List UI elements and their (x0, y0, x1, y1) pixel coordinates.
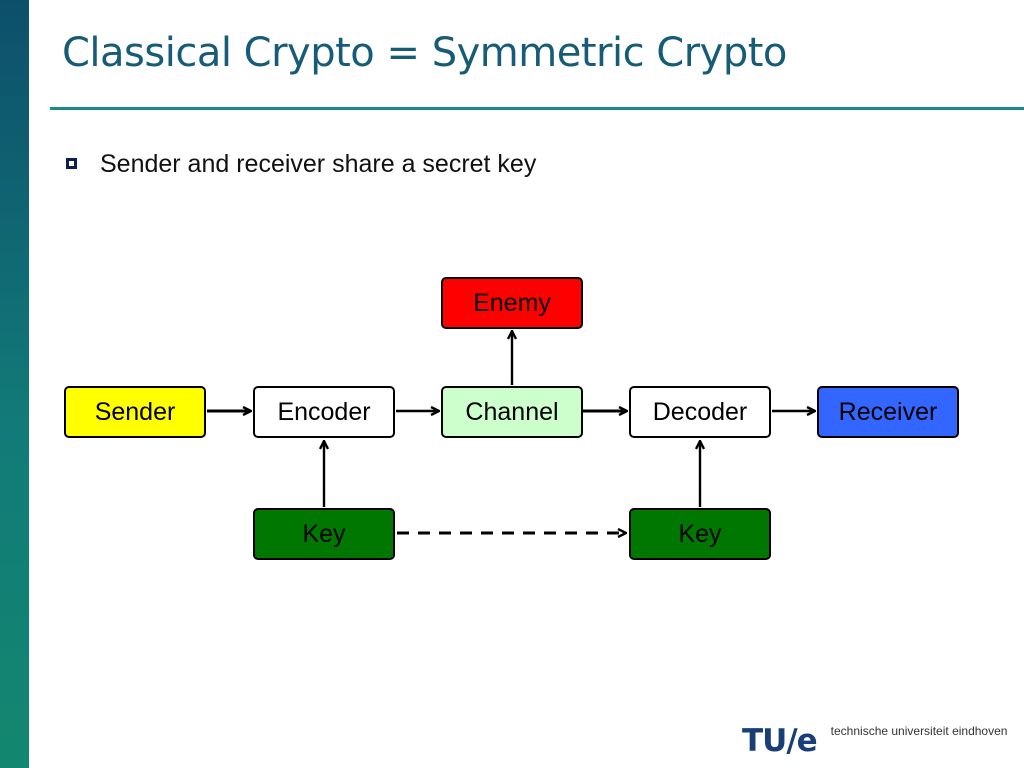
title-divider (50, 107, 1024, 110)
node-key-left-label: Key (302, 519, 346, 548)
node-decoder: Decoder (629, 386, 771, 438)
node-encoder-label: Encoder (277, 397, 371, 426)
node-enemy-label: Enemy (473, 288, 551, 317)
node-decoder-label: Decoder (652, 397, 748, 426)
tue-logo: TU/e technische universiteit eindhoven (742, 720, 1007, 762)
node-sender: Sender (64, 386, 206, 438)
node-receiver-label: Receiver (838, 397, 938, 426)
bullet-text: Sender and receiver share a secret key (100, 150, 537, 178)
logo-mark: TU/e (742, 723, 818, 759)
node-channel-label: Channel (465, 397, 559, 426)
node-receiver: Receiver (817, 386, 959, 438)
node-key-right-label: Key (678, 519, 722, 548)
node-key-left: Key (253, 508, 395, 560)
node-sender-label: Sender (94, 397, 176, 426)
side-bar (0, 0, 29, 768)
logo-tagline: technische universiteit eindhoven (830, 724, 1008, 738)
node-channel: Channel (441, 386, 583, 438)
node-enemy: Enemy (441, 277, 583, 329)
node-encoder: Encoder (253, 386, 395, 438)
node-key-right: Key (629, 508, 771, 560)
bullet-square-icon (66, 158, 77, 169)
slide-title: Classical Crypto = Symmetric Crypto (62, 30, 787, 76)
